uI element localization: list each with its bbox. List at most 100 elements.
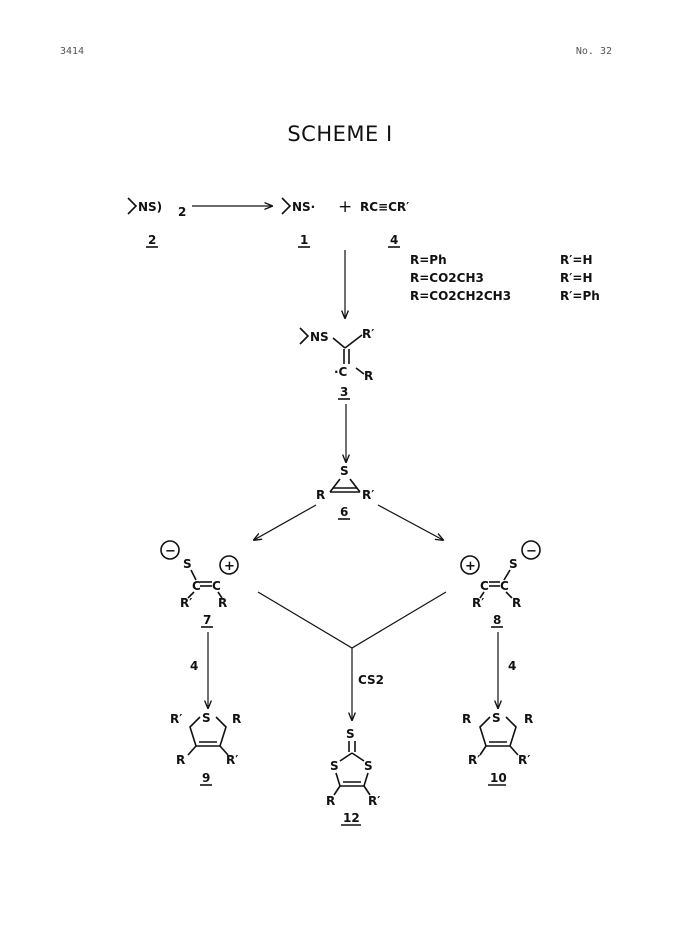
ring-opening-arrow-right — [377, 504, 443, 540]
s-c-bond — [190, 569, 197, 581]
r-value-1: R=Ph — [410, 253, 447, 267]
compound-number-3: 3 — [340, 385, 348, 399]
dipole8-s: S — [509, 557, 518, 571]
c-rprime-bond — [344, 334, 363, 349]
compound-7-thiocarbonyl-ylide: − + S C C R′ R 7 — [160, 540, 239, 628]
alkyne-formula: RC≡CR′ — [360, 200, 409, 214]
negative-charge: − — [165, 544, 176, 559]
bond-rprime-right — [509, 745, 519, 756]
s-c-bond — [332, 337, 346, 349]
thiophene9-ring — [189, 716, 227, 747]
compound-9-thiophene: S R′ R R R′ 9 — [170, 711, 241, 786]
dipole7-r-prime: R′ — [180, 596, 192, 610]
ring-lower-bonds — [335, 772, 369, 787]
s-c-bond — [503, 569, 511, 581]
radical-amino-bonds — [281, 197, 292, 215]
compound-1-radical: NS· 1 — [281, 197, 315, 248]
exocyclic-s: S — [346, 727, 355, 741]
r-prime-value-1: R′=H — [560, 253, 593, 267]
dipole8-c1: C — [480, 579, 489, 593]
r-value-2: R=CO2CH3 — [410, 271, 484, 285]
r-prime-value-3: R′=Ph — [560, 289, 600, 303]
thiophene10-s: S — [492, 711, 501, 725]
c-r-bond — [217, 591, 223, 599]
thiophene9-s: S — [202, 711, 211, 725]
thiirene-r: R — [316, 488, 325, 502]
compound-number-1: 1 — [300, 233, 308, 247]
compound-number-9: 9 — [202, 771, 210, 785]
negative-charge: − — [526, 544, 537, 559]
compound-number-2: 2 — [148, 233, 156, 247]
thiophene10-ring — [479, 716, 517, 747]
thiophene9-r-prime-bottom: R′ — [226, 753, 238, 767]
ring-s-left: S — [330, 759, 339, 773]
ring-s-right: S — [364, 759, 373, 773]
scheme-title: SCHEME I — [287, 122, 393, 146]
disulfide-subscript: 2 — [178, 205, 186, 219]
dipole8-c2: C — [500, 579, 509, 593]
dipole7-c2: C — [212, 579, 221, 593]
vinyl-amino-bonds — [299, 327, 310, 345]
thiophene9-r-prime-top: R′ — [170, 712, 182, 726]
vinyl-r-prime: R′ — [362, 327, 374, 341]
reagent-left: 4 — [190, 659, 198, 673]
vinyl-r: R — [364, 369, 373, 383]
converging-lines — [257, 591, 447, 649]
trithio-r: R — [326, 794, 335, 808]
compound-number-10: 10 — [490, 771, 507, 785]
thiirene-s: S — [340, 464, 349, 478]
r-value-3: R=CO2CH2CH3 — [410, 289, 511, 303]
thiophene10-r-prime-bottom-left: R′ — [468, 753, 480, 767]
c-r-bond — [505, 591, 513, 599]
ring-bond-right — [349, 478, 361, 493]
compound-number-6: 6 — [340, 505, 348, 519]
compound-number-12: 12 — [343, 811, 360, 825]
negative-charge-circle — [160, 540, 180, 560]
compound-3-vinyl-radical: NS R′ ·C R 3 — [299, 327, 374, 400]
bond-r — [333, 785, 341, 796]
positive-charge: + — [224, 559, 235, 574]
reagent-cs2: CS2 — [358, 673, 384, 687]
compound-6-thiirene: S R R′ 6 — [316, 464, 374, 520]
bond-r-bottom — [187, 745, 197, 756]
dipole8-r: R — [512, 596, 521, 610]
reagent-right: 4 — [508, 659, 516, 673]
disulfide-formula: NS) — [138, 200, 162, 214]
page-number: 3414 — [60, 46, 85, 57]
bond-r-prime — [363, 785, 371, 796]
dipole7-r: R — [218, 596, 227, 610]
thiophene10-r-top-left: R — [462, 712, 471, 726]
dipole7-s: S — [183, 557, 192, 571]
bond-rprime-left — [479, 745, 487, 756]
thiirene-r-prime: R′ — [362, 488, 374, 502]
compound-number-4: 4 — [390, 233, 398, 247]
compound-number-7: 7 — [203, 613, 211, 627]
ring-bond-left — [329, 478, 341, 493]
vinyl-radical-carbon: ·C — [334, 365, 348, 379]
compound-number-8: 8 — [493, 613, 501, 627]
plus-sign: + — [338, 197, 352, 217]
ring-opening-arrow-left — [254, 504, 317, 540]
trithio-r-prime: R′ — [368, 794, 380, 808]
c-r-bond — [355, 367, 365, 375]
radical-formula: NS· — [292, 200, 315, 214]
positive-charge-circle — [219, 555, 239, 575]
positive-charge: + — [465, 559, 476, 574]
c-rprime-bond — [187, 591, 195, 599]
r-prime-value-2: R′=H — [560, 271, 593, 285]
compound-8-thiocarbonyl-ylide: + − S C C R′ R 8 — [460, 540, 541, 628]
thiophene10-r-prime-bottom-right: R′ — [518, 753, 530, 767]
negative-charge-circle — [521, 540, 541, 560]
vinyl-ns: NS — [310, 330, 329, 344]
dipole8-r-prime: R′ — [472, 596, 484, 610]
c-s-bonds — [339, 752, 365, 762]
dimethylamino-bonds — [127, 197, 138, 215]
thiophene9-r-bottom: R — [176, 753, 185, 767]
compound-12-trithiocarbonate: S S S R R′ 12 — [326, 727, 380, 826]
journal-reference: No. 32 — [575, 46, 612, 57]
compound-10-thiophene: S R R R′ R′ 10 — [462, 711, 533, 786]
thiophene9-r-top: R — [232, 712, 241, 726]
dipole7-c1: C — [192, 579, 201, 593]
